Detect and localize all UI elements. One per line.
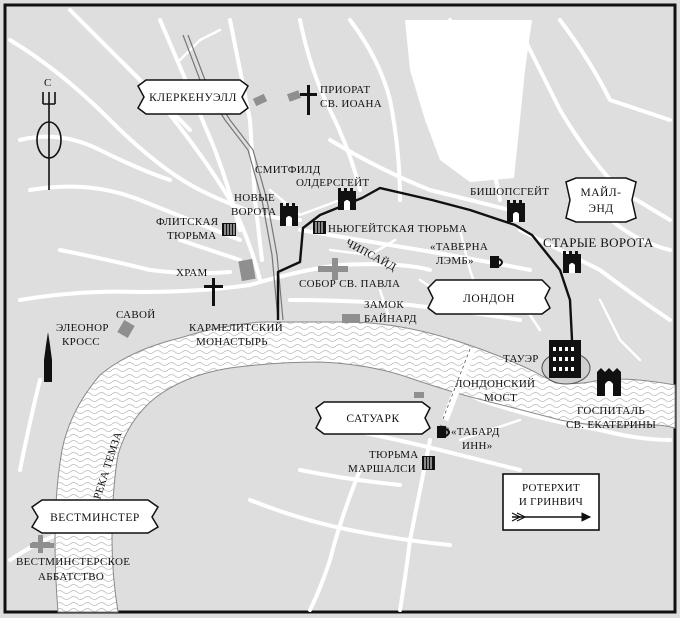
map-frame [3,3,677,614]
compass-north-label: С [44,77,52,89]
bishopsgate-tower-icon [507,200,525,222]
label-marshalsea-2: МАРШАЛСИ [348,463,416,475]
label-smithfield: СМИТФИЛД [255,164,321,176]
marshalsea-prison-icon [422,456,435,470]
place-labels: ПРИОРАТ СВ. ИОАНА СМИТФИЛД ОЛДЕРСГЕЙТ БИ… [16,84,656,583]
label-bridge-2: МОСТ [484,392,517,404]
st-pauls-icon [318,258,348,280]
label-newgate-2: ВОРОТА [231,206,276,218]
direction-arrow-icon [511,512,592,522]
label-st-pauls: СОБОР СВ. ПАВЛА [299,278,400,290]
banner-mile-end: МАЙЛ- ЭНД [565,177,637,223]
label-eleanor-1: ЭЛЕОНОР [56,322,109,334]
label-carmelite-1: КАРМЕЛИТСКИЙ [189,322,283,334]
north-arrow-icon [36,92,62,190]
river-thames [54,321,676,613]
label-baynard-2: БАЙНАРД [364,313,417,325]
label-priory-2: СВ. ИОАНА [320,98,382,110]
gate-tower-icon [280,203,298,226]
label-lamb-2: ЛЭМБ» [436,255,474,267]
label-tower: ТАУЭР [503,353,539,365]
label-hospital-1: ГОСПИТАЛЬ [577,405,645,417]
label-aldersgate: ОЛДЕРСГЕЙТ [296,177,369,189]
label-tabard-2: ИНН» [462,440,493,452]
label-baynard-1: ЗАМОК [364,299,404,311]
label-newgate-prison: НЬЮГЕЙТСКАЯ ТЮРЬМА [328,223,467,235]
inset-rotherhithe-greenwich: РОТЕРХИТ И ГРИНВИЧ [502,473,600,531]
priory-cross-icon [300,85,317,115]
aldgate-tower-icon [563,251,581,273]
district-label-westminster: ВЕСТМИНСТЕР [50,512,140,524]
label-hospital-2: СВ. ЕКАТЕРИНЫ [566,419,656,431]
district-label-southwark: САТУАРК [346,413,399,425]
label-abbey-1: ВЕСТМИНСТЕРСКОЕ [16,556,130,568]
prison-bars-icon [222,223,236,236]
label-newgate-1: НОВЫЕ [234,192,275,204]
banner-westminster: ВЕСТМИНСТЕР [30,499,160,534]
tower-of-london-icon [541,340,591,385]
banner-clerkenwell: КЛЕРКЕНУЭЛЛ [137,79,249,115]
label-old-gate: СТАРЫЕ ВОРОТА [543,235,654,250]
hospital-tower-icon [597,368,621,396]
label-temple: ХРАМ [176,267,208,279]
label-carmelite-2: МОНАСТЫРЬ [196,336,268,348]
eleanor-cross-icon [44,332,52,382]
banner-london: ЛОНДОН [427,279,551,315]
district-label-mile-end-1: МАЙЛ- [581,185,622,199]
london-bridge [441,348,476,422]
inset-line-2: И ГРИНВИЧ [519,496,583,508]
district-label-mile-end-2: ЭНД [588,203,613,215]
label-bridge-1: ЛОНДОНСКИЙ [455,378,535,390]
newgate-prison-icon [313,221,326,234]
label-fleet-2: ТЮРЬМА [167,230,217,242]
label-abbey-2: АББАТСТВО [38,571,104,583]
aldersgate-tower-icon [338,188,356,210]
district-label-clerkenwell: КЛЕРКЕНУЭЛЛ [149,92,237,104]
moorfields-open-ground [405,20,532,182]
tabard-tankard-icon [437,426,450,438]
label-eleanor-2: КРОСС [62,336,100,348]
tankard-icon [490,256,503,268]
label-fleet-1: ФЛИТСКАЯ [156,216,219,228]
district-label-london: ЛОНДОН [463,293,515,305]
abbey-icon [30,535,54,553]
label-tabard-1: «ТАБАРД [451,426,500,438]
banner-southwark: САТУАРК [315,401,431,435]
label-priory-1: ПРИОРАТ [320,84,370,96]
label-savoy: САВОЙ [116,309,155,321]
temple-cross-icon [204,278,223,306]
city-wall [276,186,574,341]
label-bishopsgate: БИШОПСГЕЙТ [470,186,549,198]
label-marshalsea-1: ТЮРЬМА [369,449,419,461]
label-lamb-1: «ТАВЕРНА [430,241,488,253]
inset-line-1: РОТЕРХИТ [522,482,580,494]
